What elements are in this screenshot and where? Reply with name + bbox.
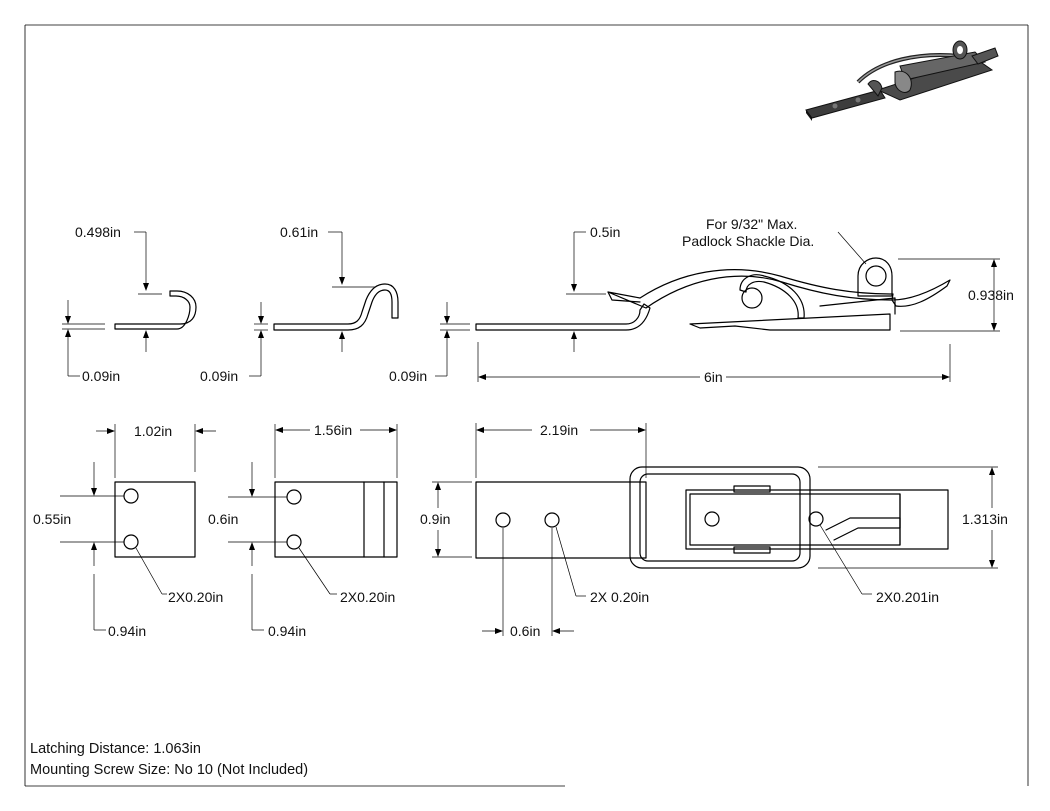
- keeper2-side-view: 0.61in 0.09in: [200, 224, 399, 384]
- keeper1-top-view: 1.02in 0.55in 2X0.20in 0.94in: [33, 423, 223, 639]
- keeper1-side-view: 0.498in 0.09in: [62, 224, 197, 384]
- dim-keeper2-width: 1.56in: [314, 422, 352, 438]
- dim-keeper2-holes: 2X0.20in: [340, 589, 395, 605]
- dim-keeper2-hook-height: 0.61in: [280, 224, 318, 240]
- dim-base-hole-spacing: 0.6in: [510, 623, 540, 639]
- dim-keeper1-thickness: 0.09in: [82, 368, 120, 384]
- latch-top-view: 2.19in 0.9in 2X 0.20in 0.6in 1.313in 2X0…: [420, 422, 1008, 639]
- dim-keeper2-depth: 0.94in: [268, 623, 306, 639]
- keeper2-top-view: 1.56in 0.6in 2X0.20in 0.94in: [208, 422, 398, 639]
- dim-keeper1-depth: 0.94in: [108, 623, 146, 639]
- dim-keeper1-holes: 2X0.20in: [168, 589, 223, 605]
- latching-distance-note: Latching Distance: 1.063in: [30, 741, 201, 757]
- dim-keeper2-hole-spacing: 0.6in: [208, 511, 238, 527]
- dim-base-width: 0.9in: [420, 511, 450, 527]
- padlock-callout-line2: Padlock Shackle Dia.: [682, 233, 814, 249]
- dim-keeper1-width: 1.02in: [134, 423, 172, 439]
- sheet-border: [24, 24, 1029, 787]
- dim-base-holes: 2X 0.20in: [590, 589, 649, 605]
- spec-notes: Latching Distance: 1.063in Mounting Scre…: [30, 739, 308, 781]
- latch-side-view: 0.5in 0.09in 0.938in 6in For 9/32" Max. …: [389, 216, 1014, 385]
- screw-size-note: Mounting Screw Size: No 10 (Not Included…: [30, 762, 309, 778]
- dim-latch-thickness: 0.09in: [389, 368, 427, 384]
- padlock-callout-line1: For 9/32" Max.: [706, 216, 797, 232]
- dim-base-length: 2.19in: [540, 422, 578, 438]
- dim-latch-width: 1.313in: [962, 511, 1008, 527]
- dim-keeper1-hook-height: 0.498in: [75, 224, 121, 240]
- dim-keeper1-hole-spacing: 0.55in: [33, 511, 71, 527]
- dim-latch-holes: 2X0.201in: [876, 589, 939, 605]
- dim-latch-clearance: 0.5in: [590, 224, 620, 240]
- dim-latch-length: 6in: [704, 369, 723, 385]
- dim-latch-height: 0.938in: [968, 287, 1014, 303]
- isometric-view: [805, 40, 999, 121]
- dim-keeper2-thickness: 0.09in: [200, 368, 238, 384]
